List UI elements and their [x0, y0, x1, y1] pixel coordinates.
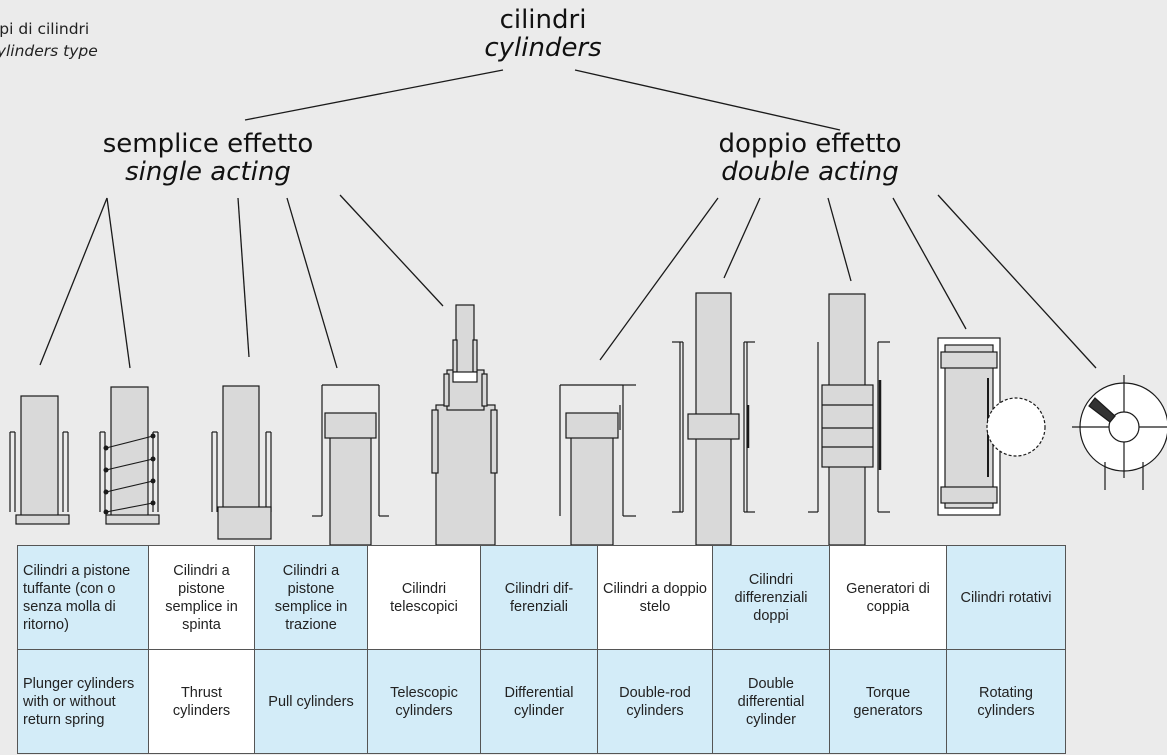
italian-row: Cilindri a pistone tuffante (con o senza…: [17, 545, 1066, 650]
table-cell: Pull cylinders: [254, 649, 368, 754]
cylinder-type-table: Cilindri a pistone tuffante (con o senza…: [17, 545, 1066, 754]
telescopic-cylinder-drawing: [431, 304, 498, 545]
table-cell: Cilindri a pistone semplice in trazione: [254, 545, 368, 650]
group-single-english: single acting: [125, 157, 291, 187]
pull-cylinder-drawing: [312, 384, 389, 545]
table-cell: Cilindri telescopici: [367, 545, 481, 650]
english-row: Plunger cylinders with or without return…: [17, 649, 1066, 754]
table-cell: Thrust cylinders: [148, 649, 255, 754]
table-cell: Cilindri differenziali doppi: [712, 545, 830, 650]
group-single-italian: semplice effetto: [102, 129, 314, 159]
table-cell: Double-rod cylinders: [597, 649, 713, 754]
root-title-english: cylinders: [484, 33, 602, 63]
table-cell: Cilindri a pistone tuffante (con o senza…: [17, 545, 149, 650]
table-cell: Cilindri a doppio stelo: [597, 545, 713, 650]
table-cell: Differential cylinder: [480, 649, 598, 754]
cylinder-drawings: [9, 69, 1167, 545]
double-differential-cylinder-drawing: [808, 293, 890, 545]
root-title-italian: cilindri: [499, 5, 587, 35]
group-double-english: double acting: [721, 157, 899, 187]
table-cell: Cilindri a pistone semplice in spinta: [148, 545, 255, 650]
group-double-italian: doppio effetto: [718, 129, 902, 159]
group-single-acting: semplice effetto single acting: [78, 130, 338, 186]
rotating-cylinder-drawing: [1072, 375, 1167, 490]
table-cell: Generatori di coppia: [829, 545, 947, 650]
corner-label-english: Cylinders type: [0, 42, 98, 60]
table-cell: Cilindri dif­ferenziali: [480, 545, 598, 650]
table-cell: Rotating cylinders: [946, 649, 1066, 754]
table-cell: Torque generators: [829, 649, 947, 754]
group-double-acting: doppio effetto double acting: [680, 130, 940, 186]
corner-label: Tipi di cilindri Cylinders type: [0, 18, 170, 62]
table-cell: Cilindri rotativi: [946, 545, 1066, 650]
torque-generator-drawing: [937, 337, 1046, 516]
table-cell: Plunger cylinders with or without return…: [17, 649, 149, 754]
spring-plunger-cylinder-drawing: [99, 386, 160, 525]
tree-connectors: [39, 69, 1097, 369]
table-cell: Double differential cylinder: [712, 649, 830, 754]
table-cell: Telescopic cylinders: [367, 649, 481, 754]
root-title: cilindri cylinders: [443, 6, 643, 62]
thrust-cylinder-drawing: [211, 385, 272, 540]
differential-cylinder-drawing: [559, 384, 636, 545]
plunger-cylinder-drawing: [9, 395, 70, 525]
double-rod-cylinder-drawing: [672, 292, 755, 545]
corner-label-italian: Tipi di cilindri: [0, 20, 90, 38]
